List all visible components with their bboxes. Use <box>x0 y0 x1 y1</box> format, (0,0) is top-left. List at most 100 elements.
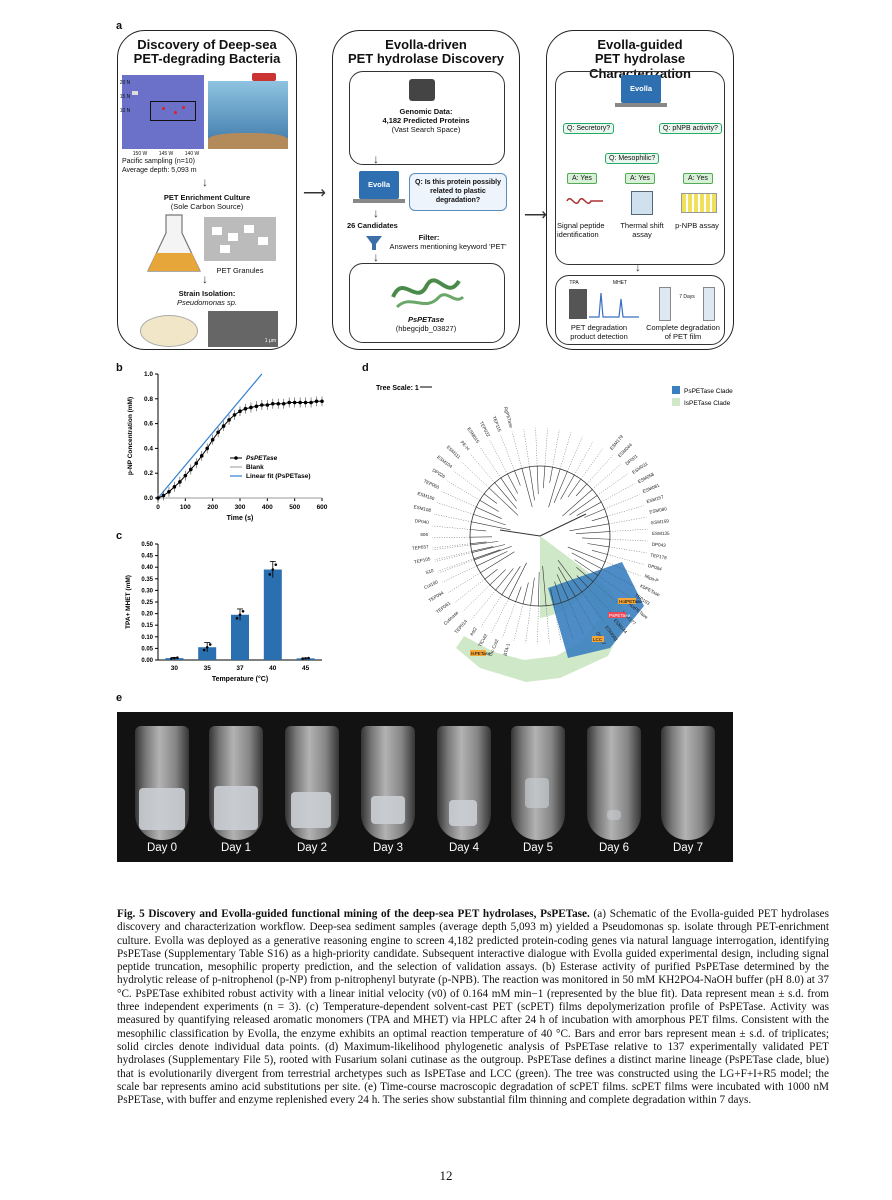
y-tick-label: 0.20 <box>141 612 153 618</box>
data-point <box>210 437 215 442</box>
leaf-connector <box>442 565 477 583</box>
hotPETase-leaf-label: HotPETase <box>619 599 642 604</box>
data-point <box>276 401 281 406</box>
leaf-connector <box>609 539 648 542</box>
tree-branch <box>575 483 588 497</box>
data-point <box>260 403 264 407</box>
data-point <box>156 496 160 500</box>
tree-leaf-label: 606 <box>420 532 428 537</box>
down-arrow-icon: ↓ <box>202 175 208 189</box>
day-label: Day 6 <box>598 842 630 854</box>
tree-leaf-label: ESM081 <box>642 483 661 495</box>
tree-leaf-label: ESM058 <box>637 471 655 484</box>
tree-leaf-label: ESM108 <box>413 504 432 513</box>
tree-branch <box>536 466 539 495</box>
leaf-connector <box>525 605 531 644</box>
replicate-point <box>301 657 304 660</box>
tree-branch <box>471 521 511 531</box>
laptop-icon: Evolla <box>359 171 399 199</box>
tree-leaf-label: ESM135 <box>652 531 670 536</box>
tree-leaf-label: RgPETase <box>503 406 514 429</box>
right-arrow-icon: ⟶ <box>524 207 547 224</box>
leaf-connector <box>559 432 572 469</box>
tree-leaf-label: TEP115 <box>491 415 502 432</box>
day-label: Day 4 <box>448 842 480 854</box>
tree-branch <box>557 559 583 593</box>
candidates-count: 26 Candidates <box>347 221 398 230</box>
tree-leaf-label: TEP032 <box>479 421 491 438</box>
assay-thermal-shift: Thermal shift assay <box>620 221 664 239</box>
phylogenetic-tree: Tree Scale: 1 PsPETase Clade IsPETase Cl… <box>376 385 733 682</box>
tree-leaf-label: ESM044 <box>617 442 633 458</box>
laptop-icon: Evolla <box>621 75 661 103</box>
tree-branch <box>587 543 610 548</box>
root-branch <box>539 513 587 537</box>
figure-caption: Fig. 5 Discovery and Evolla-guided funct… <box>117 908 829 1107</box>
tree-branch <box>556 574 569 601</box>
enrichment-title: PET Enrichment Culture <box>163 193 251 202</box>
tree-branch <box>483 493 498 504</box>
data-point <box>227 418 231 422</box>
degradation-subbox <box>555 275 725 345</box>
x-tick-label: 300 <box>235 504 246 511</box>
hotPETase-highlight <box>618 598 636 604</box>
x-tick-label: 500 <box>289 504 300 511</box>
lat-label: 10 N <box>119 108 131 114</box>
replicate-point <box>208 643 212 646</box>
bacteria-discovery-box: Discovery of Deep-sea PET-degrading Bact… <box>117 30 297 350</box>
tree-branch <box>508 562 527 599</box>
legend-label-pspetase: PsPETase <box>246 455 278 462</box>
answer-yes: A: Yes <box>683 173 713 184</box>
tree-branch <box>471 544 506 553</box>
tree-branch <box>562 489 593 517</box>
tree-leaf-label: ESM150 <box>417 491 436 502</box>
tube-day1 <box>209 726 263 840</box>
data-point <box>183 473 188 478</box>
tree-leaf-label: DP043 <box>651 542 666 548</box>
tree-leaf-label: Cutinase <box>443 610 460 626</box>
protein-name: PsPETase <box>408 315 444 324</box>
leaf-connector <box>481 594 503 627</box>
tree-leaf-label: S10 <box>425 568 435 575</box>
tree-branch <box>575 531 610 534</box>
x-tick-label: 0 <box>156 504 160 511</box>
psPETase-highlight <box>608 612 626 618</box>
x-tick-label: 100 <box>180 504 191 511</box>
x-tick-label: 600 <box>317 504 328 511</box>
depth-text: Average depth: 5,093 m <box>122 167 197 174</box>
pacific-map <box>122 75 204 149</box>
flask-icon <box>147 214 201 272</box>
strain-name: Pseudomonas sp. <box>176 298 238 307</box>
tube-day7 <box>661 726 715 840</box>
tree-branch <box>501 566 521 595</box>
tree-branch <box>470 529 487 532</box>
leaf-connector <box>432 537 471 539</box>
tree-branch <box>479 500 499 512</box>
day-label: Day 1 <box>220 842 252 854</box>
x-tick-label: 400 <box>262 504 273 511</box>
evolla-label: Evolla <box>367 180 391 189</box>
tree-branch <box>495 568 514 591</box>
box1-title-2: PET-degrading Bacteria <box>133 51 281 66</box>
down-arrow-icon: ↓ <box>635 260 641 274</box>
tree-leaf-label: BTA-1 <box>503 642 511 656</box>
y-tick-label: 0.8 <box>144 396 153 403</box>
leaf-connector <box>544 428 548 467</box>
legend-label-isPETase: IsPETase Clade <box>684 400 731 407</box>
tree-leaf-label: est2 <box>469 626 478 636</box>
replicate-point <box>238 613 242 617</box>
data-point <box>216 430 220 435</box>
tree-branch <box>484 569 498 580</box>
data-point <box>249 405 253 410</box>
genomic-sub: (Vast Search Space) <box>391 125 461 134</box>
tree-branch <box>567 478 582 498</box>
day-label: Day 3 <box>372 842 404 854</box>
legend-swatch-isPETase <box>672 398 680 406</box>
tube-before-icon <box>659 287 671 321</box>
tube-day3 <box>361 726 415 840</box>
protein-structure-image <box>391 278 465 309</box>
tree-leaf-label: TEP014 <box>454 618 469 634</box>
leaf-connector <box>453 470 485 495</box>
day-label: Day 7 <box>672 842 704 854</box>
